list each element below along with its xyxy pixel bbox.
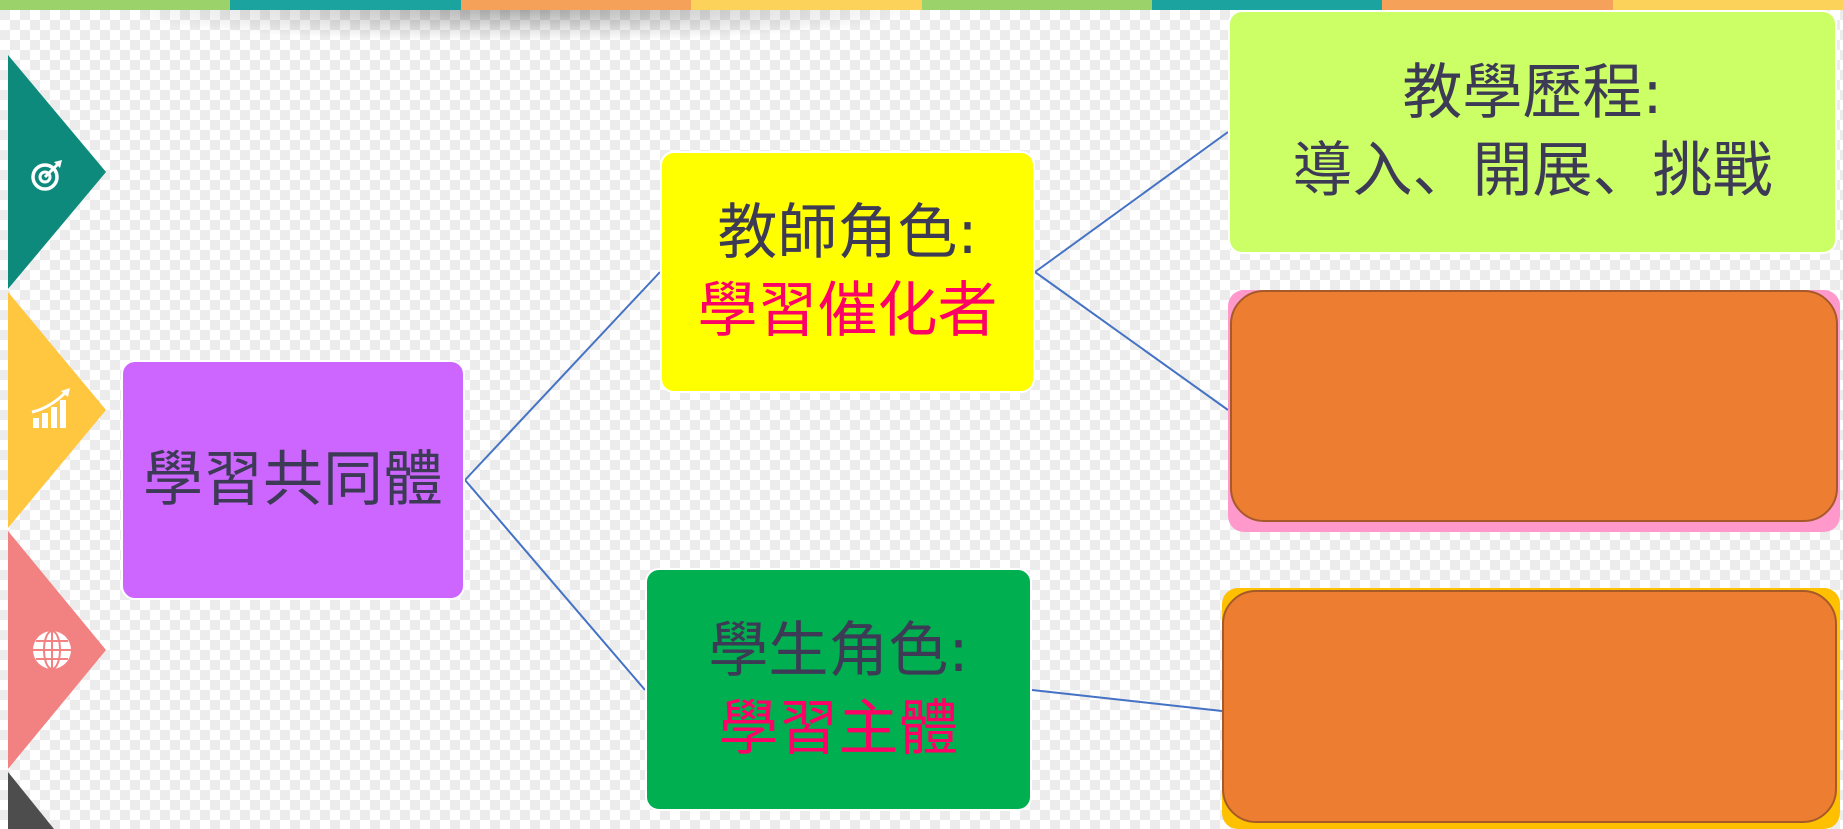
root-label: 學習共同體	[143, 445, 443, 515]
process-stages: 導入、開展、挑戰	[1292, 136, 1773, 206]
connector-teacher-blank-1	[1034, 271, 1229, 411]
top-bar-segment	[460, 0, 692, 10]
top-bar-segment	[1612, 0, 1843, 10]
top-bar-segment	[1382, 0, 1613, 10]
top-bar-segment	[1151, 0, 1383, 10]
globe-icon	[30, 628, 74, 672]
blank-node-1	[1230, 290, 1838, 522]
side-tab-dark	[8, 772, 54, 829]
top-bar-segment	[230, 0, 461, 10]
teacher-node: 教師角色: 學習催化者	[660, 151, 1035, 393]
growth-chart-icon	[30, 386, 74, 430]
process-node: 教學歷程: 導入、開展、挑戰	[1228, 10, 1837, 254]
top-bar-segment	[0, 0, 231, 10]
target-icon	[30, 158, 64, 192]
connector-student-blank-2	[1031, 689, 1223, 712]
top-color-bar	[0, 0, 1843, 10]
root-node: 學習共同體	[121, 360, 465, 600]
top-bar-segment	[921, 0, 1152, 10]
blank-node-2-backdrop	[1222, 588, 1840, 829]
connector-root-student	[464, 479, 646, 691]
side-icon-strip	[0, 0, 110, 829]
student-node: 學生角色: 學習主體	[645, 568, 1032, 811]
blank-node-2	[1222, 590, 1837, 823]
student-title: 學生角色:	[708, 615, 969, 686]
top-shadow	[140, 10, 900, 40]
blank-node-1-backdrop	[1228, 290, 1840, 532]
top-bar-segment	[691, 0, 922, 10]
teacher-role: 學習催化者	[697, 276, 998, 346]
process-title: 教學歷程:	[1402, 58, 1663, 128]
teacher-title: 教師角色:	[717, 198, 978, 268]
connector-root-teacher	[464, 271, 661, 481]
connector-teacher-process	[1034, 131, 1229, 273]
student-role: 學習主體	[718, 693, 959, 764]
